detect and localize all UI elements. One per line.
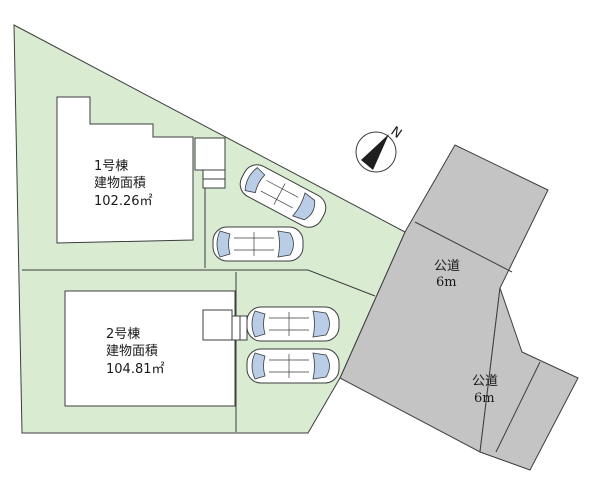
north-compass: N — [355, 124, 404, 173]
house-2-step-b — [239, 315, 248, 341]
house-1-name: 1号棟 — [94, 159, 128, 174]
house-2-area-label: 建物面積 — [106, 344, 158, 359]
house-2-step-a — [231, 315, 241, 341]
lot-division-line — [22, 269, 376, 297]
house-2-area-value: 104.81㎡ — [106, 362, 165, 377]
house-1-area-value: 102.26㎡ — [94, 194, 153, 209]
road-upper-label: 公道 — [434, 259, 460, 274]
house-1-entrance — [194, 137, 226, 171]
house-1-step-lower — [202, 178, 226, 189]
road-upper-width: 6m — [436, 275, 457, 290]
car-3 — [246, 306, 340, 342]
car-1 — [239, 164, 327, 228]
road-upper-boundary — [414, 221, 513, 273]
house-1-area-label: 建物面積 — [94, 176, 146, 191]
road-lower-boundary — [495, 361, 541, 453]
road-lower-label: 公道 — [472, 374, 498, 389]
house-1-step-upper — [202, 169, 226, 180]
compass-arrow-icon — [361, 134, 389, 170]
car-2 — [212, 226, 304, 262]
house-1-footprint — [56, 96, 194, 244]
car-4 — [246, 348, 340, 384]
house-2-entrance — [202, 309, 233, 341]
road-lower — [479, 287, 579, 471]
house-2-name: 2号棟 — [106, 327, 140, 342]
road-lower-width: 6m — [474, 391, 495, 406]
